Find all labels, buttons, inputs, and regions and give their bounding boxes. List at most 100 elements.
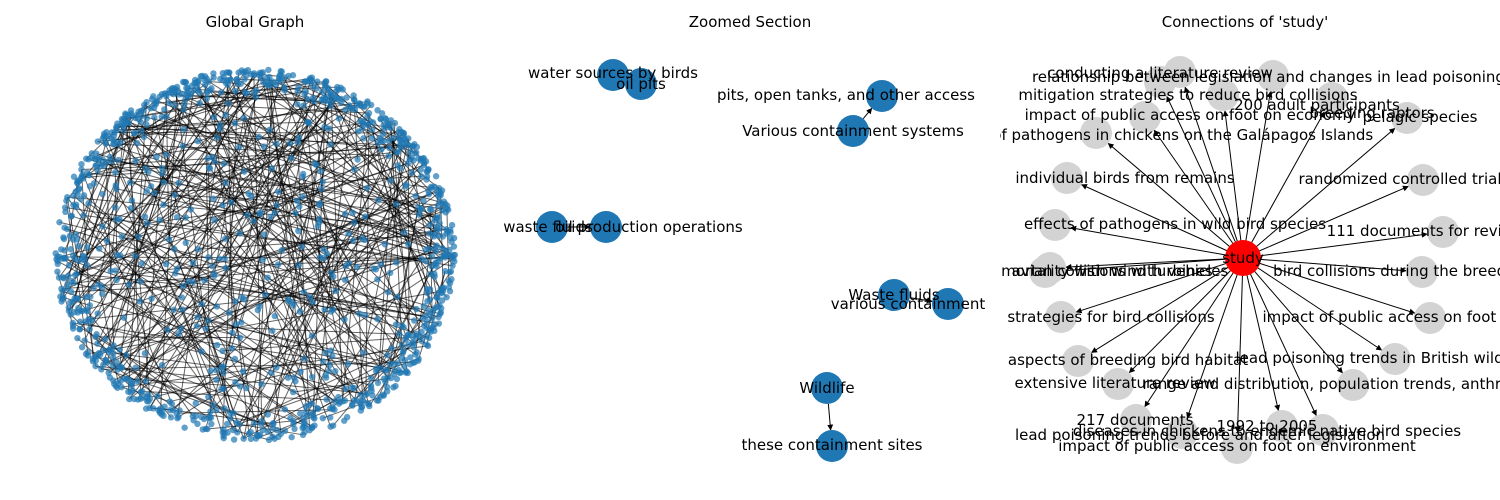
zoomed-node-label: Waste fluids <box>848 286 939 304</box>
global-node <box>223 420 231 428</box>
global-node <box>386 361 394 368</box>
zoomed-node <box>811 372 843 404</box>
global-node <box>264 411 271 418</box>
global-node <box>344 360 352 368</box>
global-edge <box>157 358 305 397</box>
global-edge <box>213 117 250 434</box>
global-node <box>232 298 239 305</box>
global-node <box>394 148 402 156</box>
global-node <box>188 82 195 90</box>
global-node <box>159 408 166 415</box>
study-edge <box>1107 142 1232 249</box>
global-node <box>341 276 349 283</box>
global-edge <box>127 102 148 392</box>
global-node <box>120 127 127 134</box>
global-node <box>166 398 174 405</box>
global-node <box>271 312 279 320</box>
global-node <box>76 318 84 325</box>
global-node <box>173 83 181 91</box>
global-node <box>95 349 103 357</box>
global-edge <box>213 72 261 118</box>
global-node <box>422 246 430 254</box>
global-node <box>201 81 209 88</box>
global-node <box>375 197 382 204</box>
global-node <box>210 272 218 280</box>
global-node <box>297 368 304 376</box>
global-node <box>196 99 203 107</box>
global-node <box>211 216 218 224</box>
global-node <box>181 101 188 108</box>
study-neighbor-node <box>1316 82 1348 114</box>
global-node <box>237 80 244 87</box>
global-node <box>433 223 440 230</box>
global-node <box>378 110 386 117</box>
global-node <box>374 107 381 114</box>
global-node <box>331 397 339 405</box>
global-node <box>75 242 82 250</box>
global-node <box>301 428 308 436</box>
global-node <box>423 324 430 331</box>
global-edge <box>293 377 392 393</box>
global-node <box>380 391 387 398</box>
global-node <box>119 122 126 129</box>
global-node <box>196 89 203 96</box>
global-node <box>393 201 400 208</box>
global-node <box>143 397 151 405</box>
study-edge <box>1234 273 1243 433</box>
global-node <box>422 333 430 340</box>
global-node <box>175 179 182 187</box>
global-node <box>318 88 326 96</box>
global-edge <box>118 143 389 157</box>
global-node <box>304 118 311 126</box>
study-connections-title: Connections of 'study' <box>1162 13 1329 31</box>
zoomed-edge <box>827 403 834 431</box>
global-node <box>351 166 358 173</box>
global-node <box>377 364 384 372</box>
global-node <box>318 185 325 193</box>
global-node <box>138 127 145 135</box>
global-node <box>58 285 65 293</box>
study-edge <box>1186 272 1239 419</box>
global-node <box>384 366 391 374</box>
global-node <box>141 213 149 221</box>
global-edge <box>160 86 178 409</box>
global-node <box>161 106 168 113</box>
global-node <box>286 140 294 147</box>
global-node <box>209 262 216 270</box>
global-edge <box>98 113 132 285</box>
study-labels: relationship between legislation and cha… <box>1000 64 1500 455</box>
global-node <box>309 409 316 417</box>
global-node <box>398 144 405 151</box>
global-edge <box>225 74 255 116</box>
global-node <box>156 216 163 224</box>
global-node <box>184 88 192 95</box>
global-node <box>177 325 184 332</box>
global-edge <box>128 172 413 400</box>
study-edge <box>1128 269 1233 374</box>
global-node <box>439 287 447 295</box>
global-node <box>295 262 302 269</box>
global-node <box>417 166 424 173</box>
global-node <box>393 375 401 383</box>
global-edge <box>123 107 352 132</box>
study-edge <box>1246 273 1281 411</box>
global-edge <box>267 277 399 364</box>
global-node <box>415 204 422 211</box>
global-edge <box>290 101 333 159</box>
study-neighbor-node <box>1427 216 1459 248</box>
global-node <box>359 125 366 132</box>
global-node <box>113 276 120 284</box>
global-node <box>151 189 158 197</box>
study-neighbor-label: impact of public access on foot on econo… <box>1025 106 1356 124</box>
global-node <box>341 210 349 218</box>
global-node <box>135 233 142 240</box>
global-node <box>52 250 59 257</box>
global-edge <box>96 145 184 344</box>
global-edge <box>131 97 336 387</box>
global-node <box>206 413 214 420</box>
study-connections-panel: Connections of 'study' relationship betw… <box>1000 13 1500 464</box>
study-edge <box>1065 258 1228 270</box>
global-node <box>216 125 224 133</box>
global-node <box>438 297 446 304</box>
global-node <box>359 235 366 242</box>
